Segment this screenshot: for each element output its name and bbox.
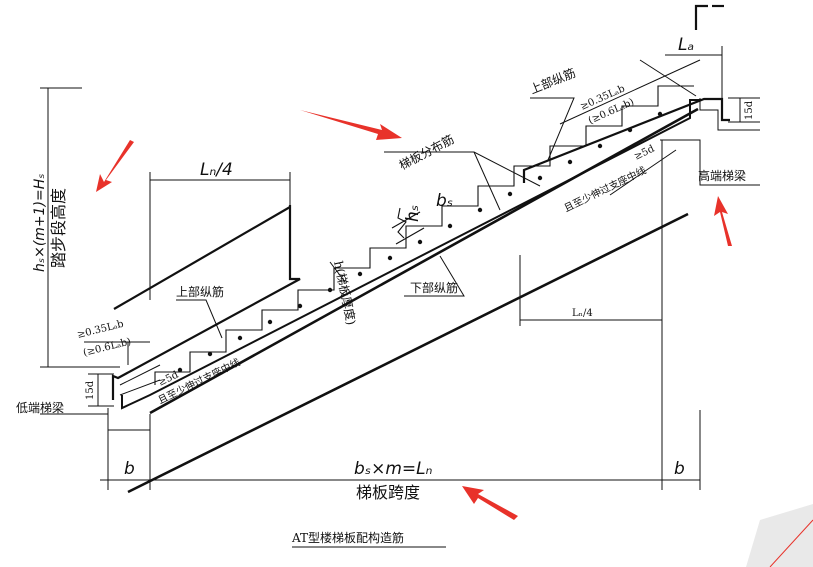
red-arrow-left: [96, 140, 134, 192]
annotation-arrows: [96, 110, 732, 520]
distribution-bar-dots: [177, 111, 663, 373]
red-arrow-upper: [300, 110, 402, 140]
label-la: Lₐ: [678, 35, 694, 55]
leader-lines: [119, 97, 677, 396]
label-upper-long-right: 上部纵筋: [528, 65, 578, 97]
label-upper-long-left: 上部纵筋: [176, 284, 224, 299]
red-arrow-right: [714, 196, 732, 246]
label-ln-quarter-right: Lₙ/4: [572, 308, 593, 319]
label-hs: hₛ: [403, 205, 423, 222]
label-span-name: 梯板跨度: [356, 483, 420, 502]
label-b-left: b: [124, 459, 135, 479]
label-anchor-left-2: (≥0.6Lₐb): [82, 336, 132, 359]
red-arrow-bottom: [462, 486, 518, 520]
left-top-hook: [113, 206, 291, 310]
label-fifteen-d-left: 15d: [85, 380, 96, 400]
label-five-d-right-2: 且至少伸过支座中线: [562, 164, 649, 215]
label-b-right: b: [674, 459, 685, 479]
corner-decoration: [746, 504, 813, 567]
label-anchor-left-1: ≥0.35Lₐb: [76, 319, 125, 341]
slab-bottom-line: [127, 212, 689, 494]
label-height-formula: hₛ×(m+1)=Hₛ: [32, 173, 48, 272]
stair-steps: [154, 85, 694, 385]
label-lower-long: 下部纵筋: [410, 280, 458, 295]
label-fifteen-d-right: 15d: [744, 100, 755, 120]
dimension-lines: [40, 46, 760, 490]
label-ln-quarter-top: Lₙ/4: [200, 160, 233, 180]
label-high-beam: 高端梯梁: [698, 168, 746, 183]
rebar: [111, 4, 730, 410]
label-span-formula: bₛ×m=Lₙ: [354, 459, 433, 479]
upper-longitudinal-bar-right: [522, 97, 730, 183]
lower-longitudinal-bar: [121, 99, 702, 410]
label-bs: bₛ: [436, 191, 453, 211]
label-low-beam: 低端梯梁: [16, 400, 64, 415]
label-thickness: h(梯板厚度): [331, 260, 359, 327]
break-symbol: [391, 207, 425, 245]
diagram-caption: AT型楼梯板配构造筋: [291, 530, 404, 545]
label-height-name: 踏步段高度: [49, 188, 68, 268]
upper-longitudinal-bar-left: [111, 205, 301, 400]
upper-top-hook: [694, 4, 708, 30]
